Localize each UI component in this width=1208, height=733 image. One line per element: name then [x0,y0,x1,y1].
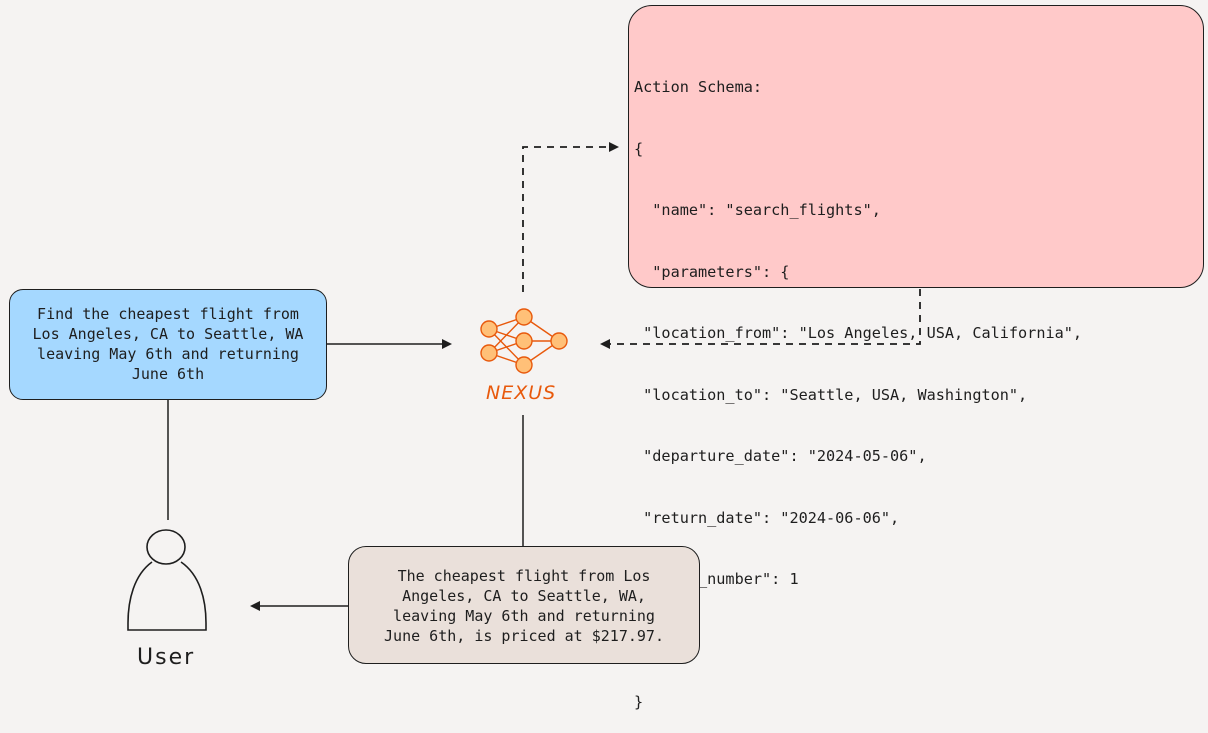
person-icon [127,529,207,631]
action-schema-box: Action Schema: { "name": "search_flights… [628,5,1204,711]
schema-line: { [634,139,644,158]
schema-line: "location_to": "Seattle, USA, Washington… [634,385,1028,404]
answer-line: The cheapest flight from Los [397,567,651,585]
schema-to-nexus-arrow [600,289,921,349]
schema-line: "parameters": { [634,262,790,281]
answer-line: leaving May 6th and returning [393,607,655,625]
answer-line: Angeles, CA to Seattle, WA, [402,587,646,605]
query-line: Los Angeles, CA to Seattle, WA [32,325,304,343]
neural-network-icon [480,308,568,374]
schema-line: "adult_number": 1 [634,570,799,588]
answer-box: The cheapest flight from Los Angeles, CA… [348,546,700,664]
query-line: leaving May 6th and returning [37,345,299,363]
schema-line: } [634,693,644,711]
schema-line: "departure_date": "2024-05-06", [634,447,927,465]
query-line: June 6th [131,365,205,383]
diagram-canvas [127,142,921,631]
schema-line: "location_from": "Los Angeles, USA, Cali… [634,324,1083,342]
user-label: User [137,645,196,670]
schema-line: Action Schema: [634,78,763,96]
schema-line: } [634,631,1203,652]
answer-line: June 6th, is priced at $217.97. [384,627,664,645]
schema-line: "return_date": "2024-06-06", [634,508,900,527]
user-query-box: Find the cheapest flight from Los Angele… [9,289,327,400]
query-line: Find the cheapest flight from [37,305,299,323]
nexus-to-schema-arrow [522,142,619,292]
nexus-label: NEXUS [486,382,557,404]
schema-line: "name": "search_flights", [634,201,881,219]
